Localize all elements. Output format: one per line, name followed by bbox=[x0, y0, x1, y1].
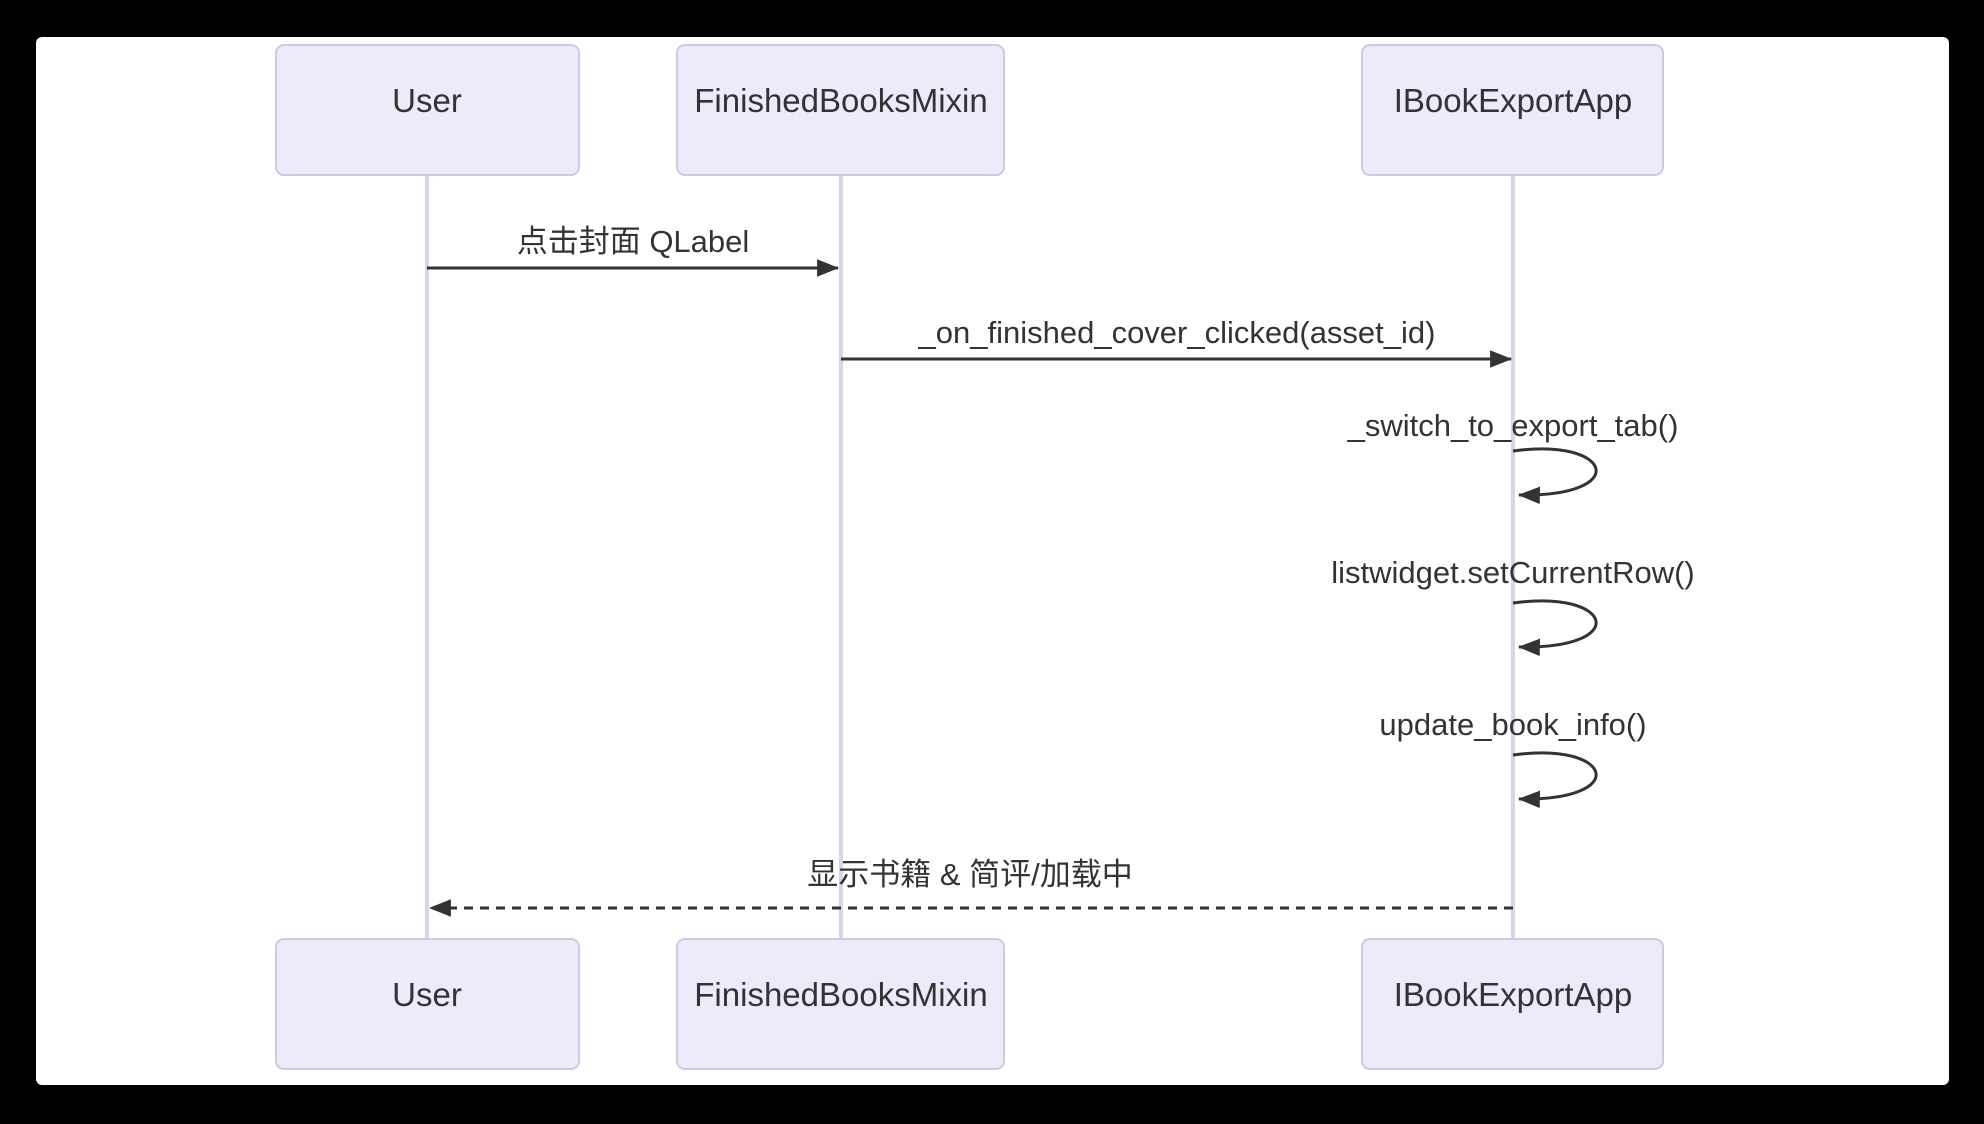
participant-user-top: User bbox=[275, 44, 580, 176]
participant-ibookexportapp-top: IBookExportApp bbox=[1361, 44, 1664, 176]
message-click-cover: 点击封面 QLabel bbox=[427, 224, 840, 277]
participant-box bbox=[275, 44, 580, 176]
diagram-canvas bbox=[36, 37, 1949, 1085]
self-loop-arrow bbox=[1512, 447, 1598, 505]
participant-label-user: User bbox=[392, 976, 462, 1013]
message-label: 显示书籍 & 简评/加载中 bbox=[807, 857, 1133, 892]
participant-label-user: User bbox=[392, 82, 462, 119]
message-show-book-loading: 显示书籍 & 简评/加载中 bbox=[428, 857, 1513, 917]
participant-box bbox=[275, 938, 580, 1070]
message-update-book-info: update_book_info() bbox=[1379, 707, 1647, 809]
participant-ibookexportapp-bottom: IBookExportApp bbox=[1361, 938, 1664, 1070]
participant-label-ibookexportapp: IBookExportApp bbox=[1394, 82, 1632, 119]
message-label: update_book_info() bbox=[1379, 707, 1646, 742]
participant-user-bottom: User bbox=[275, 938, 580, 1070]
message-label: 点击封面 QLabel bbox=[517, 224, 750, 259]
participant-box bbox=[676, 44, 1005, 176]
message-on-finished-cover-clicked: _on_finished_cover_clicked(asset_id) bbox=[841, 315, 1513, 368]
message-listwidget-setcurrentrow: listwidget.setCurrentRow() bbox=[1331, 555, 1695, 657]
message-label: _switch_to_export_tab() bbox=[1347, 408, 1679, 443]
participant-label-finishedbooksmixin: FinishedBooksMixin bbox=[694, 82, 987, 119]
participant-box bbox=[676, 938, 1005, 1070]
message-label: listwidget.setCurrentRow() bbox=[1331, 555, 1695, 590]
message-label: _on_finished_cover_clicked(asset_id) bbox=[918, 315, 1436, 350]
participant-finishedbooksmixin-top: FinishedBooksMixin bbox=[676, 44, 1005, 176]
participant-label-finishedbooksmixin: FinishedBooksMixin bbox=[694, 976, 987, 1013]
participant-finishedbooksmixin-bottom: FinishedBooksMixin bbox=[676, 938, 1005, 1070]
message-switch-to-export-tab: _switch_to_export_tab() bbox=[1347, 408, 1679, 505]
participant-box bbox=[1361, 44, 1664, 176]
self-loop-arrow bbox=[1512, 599, 1598, 657]
participant-box bbox=[1361, 938, 1664, 1070]
participant-label-ibookexportapp: IBookExportApp bbox=[1394, 976, 1632, 1013]
self-loop-arrow bbox=[1512, 751, 1598, 809]
